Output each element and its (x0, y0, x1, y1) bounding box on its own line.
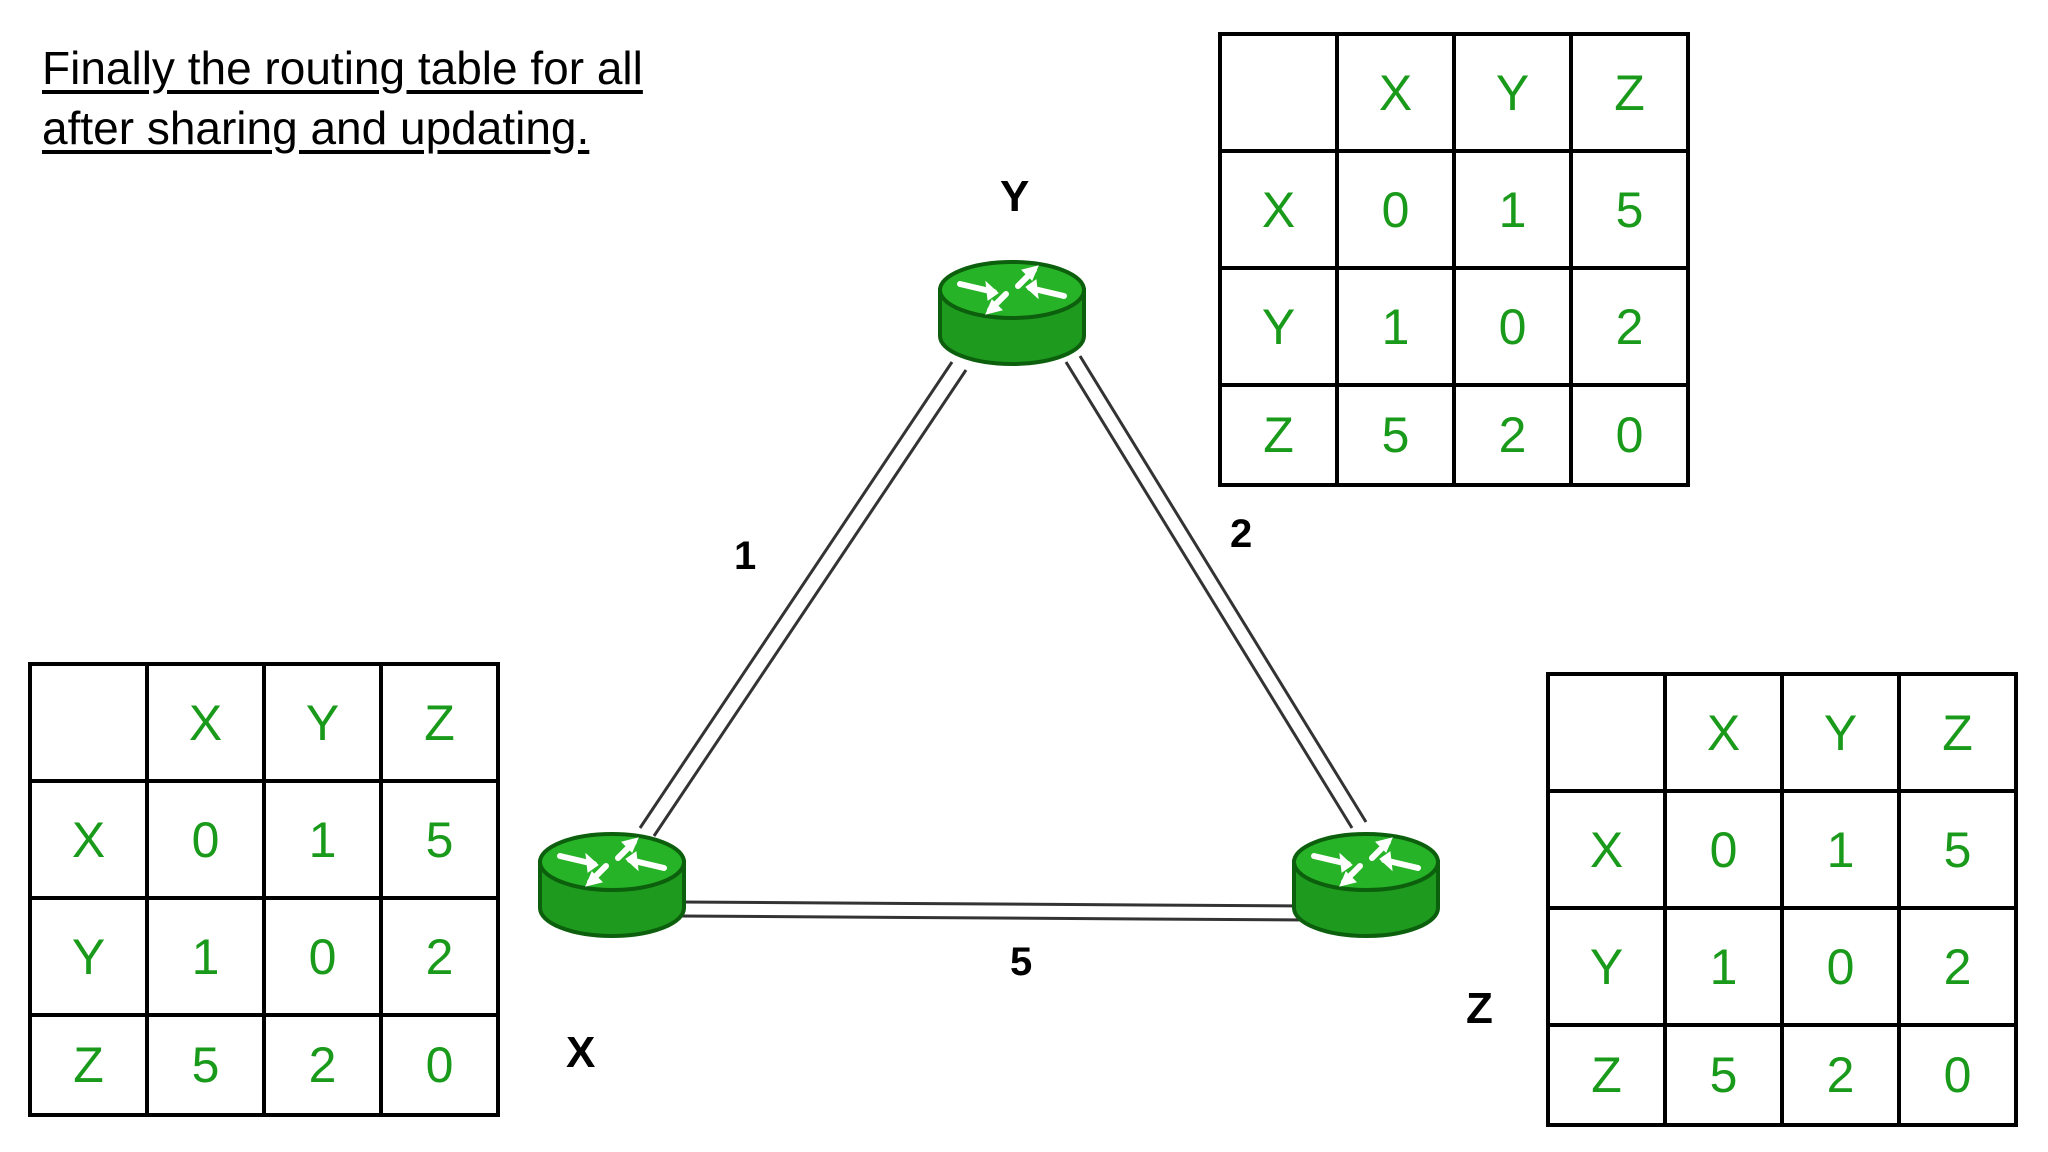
table-header-cell: X (1335, 32, 1456, 153)
table-cell: 1 (145, 896, 266, 1017)
link-x-z (679, 900, 1311, 922)
table-header-cell: Y (1452, 32, 1573, 153)
table-row: X 0 1 5 (1546, 789, 2018, 910)
table-cell: 0 (1780, 906, 1901, 1027)
table-header-row: X Y Z (28, 662, 500, 783)
table-cell: 5 (1569, 149, 1690, 270)
table-cell: 1 (1335, 266, 1456, 387)
table-row-label: Y (28, 896, 149, 1017)
table-row-label: X (28, 779, 149, 900)
table-row-label: Y (1546, 906, 1667, 1027)
table-header-cell: Y (1780, 672, 1901, 793)
table-row: Z 5 2 0 (1546, 1023, 2018, 1127)
table-cell: 0 (1335, 149, 1456, 270)
table-cell: 1 (1663, 906, 1784, 1027)
table-cell: 1 (1780, 789, 1901, 910)
table-header-cell: Z (1569, 32, 1690, 153)
table-cell: 0 (379, 1013, 500, 1117)
table-header-row: X Y Z (1546, 672, 2018, 793)
link-x-y (638, 361, 968, 837)
table-row-label: X (1546, 789, 1667, 910)
table-cell: 2 (1452, 383, 1573, 487)
link-cost-x-z: 5 (1010, 940, 1033, 984)
table-header-cell: Y (262, 662, 383, 783)
routing-table-z: X Y Z X 0 1 5 Y 1 0 2 Z 5 2 0 (1546, 672, 2018, 1127)
table-cell: 0 (145, 779, 266, 900)
table-cell: 0 (262, 896, 383, 1017)
table-cell: 0 (1663, 789, 1784, 910)
table-row-label: Z (1546, 1023, 1667, 1127)
router-x-icon[interactable] (540, 834, 684, 936)
table-row-label: Z (28, 1013, 149, 1117)
table-header-cell: Z (379, 662, 500, 783)
table-cell: 0 (1897, 1023, 2018, 1127)
table-corner-cell (28, 662, 149, 783)
table-cell: 2 (1780, 1023, 1901, 1127)
table-cell: 5 (379, 779, 500, 900)
table-corner-cell (1546, 672, 1667, 793)
router-y-icon[interactable] (940, 262, 1084, 364)
router-z-icon[interactable] (1294, 834, 1438, 936)
table-header-cell: Z (1897, 672, 2018, 793)
routing-table-x: X Y Z X 0 1 5 Y 1 0 2 Z 5 2 0 (28, 662, 500, 1117)
table-header-row: X Y Z (1218, 32, 1690, 153)
node-label-y: Y (1000, 172, 1030, 221)
table-cell: 1 (262, 779, 383, 900)
table-corner-cell (1218, 32, 1339, 153)
table-row: X 0 1 5 (28, 779, 500, 900)
table-cell: 2 (379, 896, 500, 1017)
table-cell: 5 (145, 1013, 266, 1117)
table-header-cell: X (145, 662, 266, 783)
routing-table-y: X Y Z X 0 1 5 Y 1 0 2 Z 5 2 0 (1218, 32, 1690, 487)
table-row: Y 1 0 2 (28, 896, 500, 1017)
node-label-z: Z (1466, 984, 1493, 1033)
table-cell: 5 (1335, 383, 1456, 487)
table-cell: 0 (1452, 266, 1573, 387)
table-cell: 2 (1569, 266, 1690, 387)
table-cell: 5 (1663, 1023, 1784, 1127)
table-cell: 1 (1452, 149, 1573, 270)
table-row-label: X (1218, 149, 1339, 270)
table-cell: 0 (1569, 383, 1690, 487)
table-row-label: Z (1218, 383, 1339, 487)
table-row-label: Y (1218, 266, 1339, 387)
table-cell: 5 (1897, 789, 2018, 910)
table-row: Z 5 2 0 (28, 1013, 500, 1117)
page-title: Finally the routing table for all after … (42, 38, 643, 158)
link-cost-y-z: 2 (1230, 512, 1253, 556)
table-row: X 0 1 5 (1218, 149, 1690, 270)
link-y-z (1064, 355, 1368, 829)
link-cost-x-y: 1 (734, 534, 757, 578)
table-header-cell: X (1663, 672, 1784, 793)
table-cell: 2 (262, 1013, 383, 1117)
table-row: Y 1 0 2 (1218, 266, 1690, 387)
table-cell: 2 (1897, 906, 2018, 1027)
node-label-x: X (566, 1028, 596, 1077)
table-row: Z 5 2 0 (1218, 383, 1690, 487)
title-line-2: after sharing and updating. (42, 102, 590, 154)
title-line-1: Finally the routing table for all (42, 42, 643, 94)
table-row: Y 1 0 2 (1546, 906, 2018, 1027)
